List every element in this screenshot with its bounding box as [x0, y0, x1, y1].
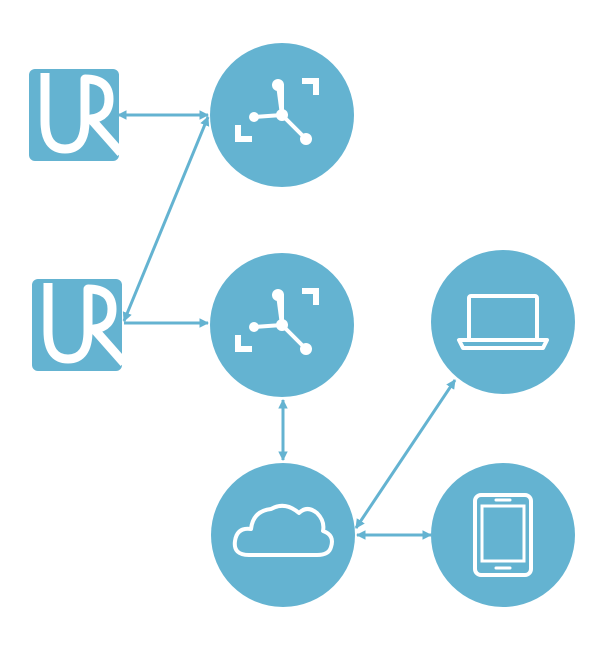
ur-logo-icon	[43, 283, 128, 366]
tablet-icon	[473, 493, 533, 577]
laptop-icon	[457, 294, 549, 350]
network-hub-icon	[235, 78, 319, 145]
node-tablet	[431, 463, 575, 607]
edge-cloud-laptop	[354, 379, 457, 529]
laptop-circle	[431, 250, 575, 394]
cloud-icon	[232, 503, 334, 557]
connectors	[117, 110, 457, 540]
node-robot-1	[29, 69, 125, 161]
ur-logo-icon	[40, 73, 125, 156]
node-hub-1	[210, 43, 354, 187]
node-robot-2	[32, 279, 128, 371]
node-laptop	[431, 250, 575, 394]
node-hub-2	[210, 253, 354, 397]
edge-robot-2-hub-1	[122, 116, 210, 322]
cloud-circle	[211, 463, 355, 607]
tablet-circle	[431, 463, 575, 607]
node-cloud	[211, 463, 355, 607]
network-hub-icon	[235, 288, 319, 355]
